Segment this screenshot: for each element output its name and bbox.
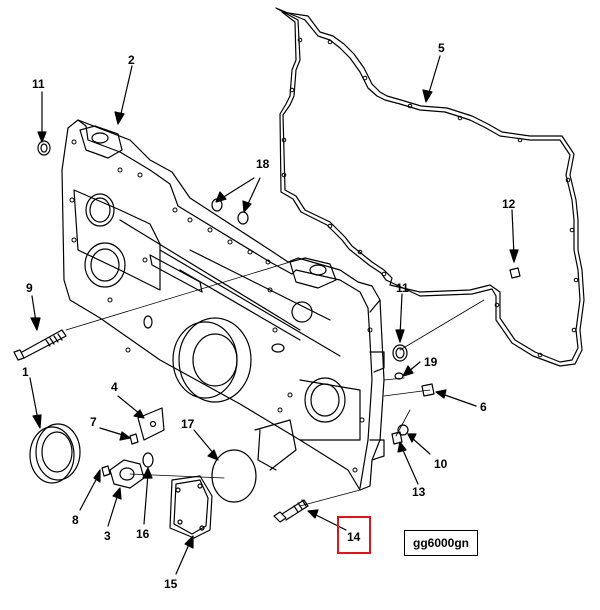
gasket-part [275,7,585,367]
bolt-9-part [13,329,67,361]
screw-6-part [421,383,435,397]
screw-7-part [129,433,139,445]
screw-8-part [101,465,111,477]
callout-11-right: 11 [396,281,409,295]
leader-arrows [29,55,519,575]
plug-18b-part [237,211,249,225]
callout-1: 1 [22,365,29,379]
washer-11b-hole [395,347,405,359]
callout-18: 18 [256,157,270,171]
washer-11-part [37,140,51,156]
callout-13: 13 [412,485,426,499]
dowel-12-part [509,267,521,279]
callout-11-left: 11 [32,77,45,91]
callout-16: 16 [136,527,150,541]
callout-8: 8 [72,513,79,527]
callout-6: 6 [480,400,487,414]
callout-14: 14 [347,530,361,544]
callout-17: 17 [181,417,195,431]
callout-15: 15 [164,577,178,591]
bolt-14-part [273,499,309,523]
washer-11-hole [40,143,48,153]
callout-9: 9 [26,281,33,295]
gear-housing-part [61,119,385,491]
bracket-part [137,407,165,441]
cover-plate-part [169,475,213,539]
highlight-box [337,516,371,554]
callout-5: 5 [438,41,445,55]
callout-19: 19 [424,355,438,369]
o-ring-part [142,452,154,468]
washer-11b-part [392,344,408,362]
callout-7: 7 [90,415,97,429]
seal-part [29,423,81,484]
callout-2: 2 [128,53,135,67]
plug-13-part [391,431,403,445]
callout-10: 10 [434,457,448,471]
cover-gasket-part [211,449,257,503]
callout-12: 12 [502,197,516,211]
plug-10-part [397,424,409,436]
reference-code-box: gg6000gn [404,530,478,556]
callout-3: 3 [104,529,111,543]
reference-code: gg6000gn [412,536,469,550]
callout-4: 4 [111,380,118,394]
